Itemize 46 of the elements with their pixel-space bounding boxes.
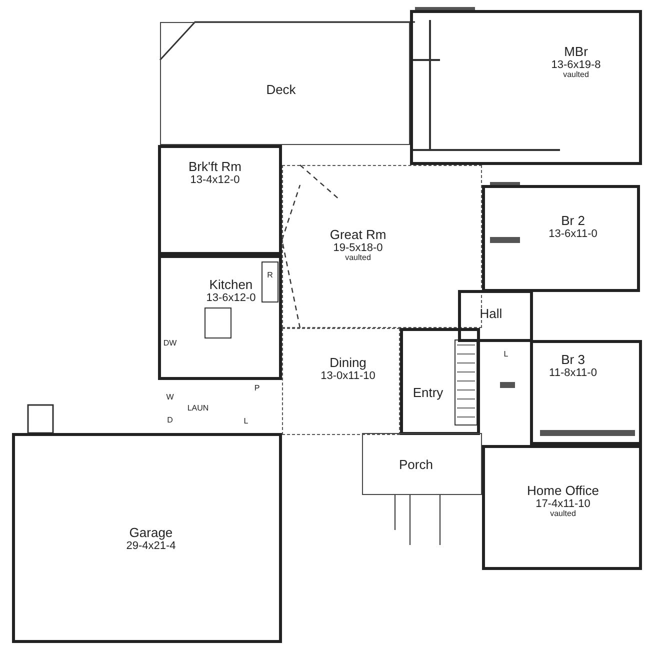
room-name: Dining bbox=[328, 356, 368, 370]
room-outline bbox=[12, 433, 282, 643]
fixture-label: L bbox=[244, 416, 248, 426]
room-dimensions: 17-4x11-10 bbox=[534, 498, 592, 510]
room-name: Br 2 bbox=[560, 214, 586, 228]
room-dimensions: 11-8x11-0 bbox=[549, 367, 597, 380]
room-dimensions: 29-4x21-4 bbox=[126, 540, 176, 552]
room-outline bbox=[400, 328, 480, 435]
ceiling-note: vaulted bbox=[549, 510, 577, 520]
room-name: Entry bbox=[412, 386, 444, 400]
fixture-label: L bbox=[504, 350, 508, 358]
room-outline bbox=[458, 290, 533, 342]
room-name: Great Rm bbox=[330, 228, 386, 242]
fixture-label: P bbox=[254, 384, 260, 392]
room-name: Kitchen bbox=[208, 278, 254, 292]
room-outline bbox=[282, 328, 400, 435]
fixture-label: R bbox=[267, 270, 273, 280]
room-outline bbox=[482, 445, 642, 570]
room-name: Porch bbox=[399, 458, 433, 472]
room-dimensions: 13-6x12-0 bbox=[206, 292, 256, 304]
room-name: Hall bbox=[480, 307, 502, 322]
room-name: Home Office bbox=[527, 484, 599, 498]
room-name: MBr bbox=[563, 45, 589, 60]
room-name: Garage bbox=[128, 526, 174, 540]
fixture-label: DW bbox=[163, 338, 177, 348]
room-outline bbox=[158, 145, 282, 255]
ceiling-note: vaulted bbox=[344, 254, 372, 264]
room-name: Brk'ft Rm bbox=[188, 160, 242, 174]
ceiling-note: vaulted bbox=[562, 71, 590, 80]
room-outline bbox=[158, 255, 282, 380]
fixture-label: LAUN bbox=[187, 404, 209, 412]
room-outline bbox=[530, 340, 642, 445]
room-name: Br 3 bbox=[560, 353, 586, 368]
room-outline bbox=[282, 165, 482, 328]
room-outline bbox=[410, 10, 642, 165]
room-dimensions: 13-6x11-0 bbox=[548, 228, 598, 240]
room-dimensions: 13-6x19-8 bbox=[551, 59, 601, 72]
fixture-label: D bbox=[167, 416, 173, 424]
room-dimensions: 19-5x18-0 bbox=[332, 242, 384, 254]
outdoor-area-outline bbox=[160, 22, 410, 145]
room-outline bbox=[482, 185, 640, 292]
room-dimensions: 13-4x12-0 bbox=[189, 174, 241, 186]
fixture-label: W bbox=[166, 392, 174, 402]
room-dimensions: 13-0x11-10 bbox=[320, 370, 376, 382]
outdoor-area-outline bbox=[362, 433, 482, 495]
room-name: Deck bbox=[266, 83, 296, 98]
